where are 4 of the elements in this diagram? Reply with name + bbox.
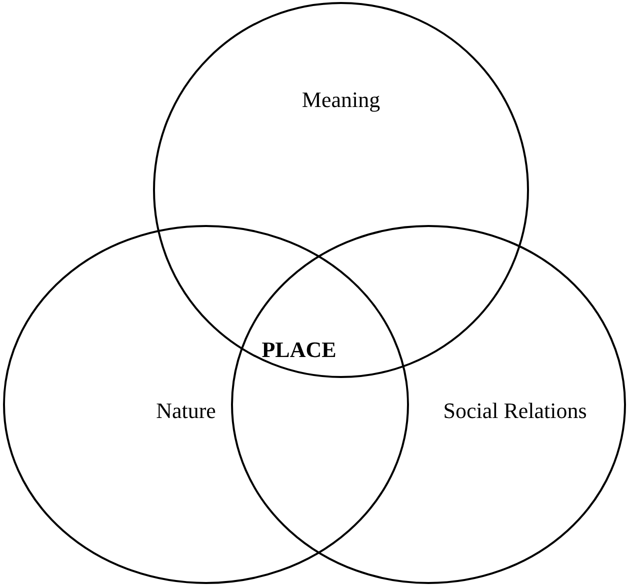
circle-label: Meaning — [302, 87, 380, 113]
center-label: PLACE — [262, 337, 336, 363]
circle-label: Nature — [156, 398, 216, 424]
circle-label: Social Relations — [443, 398, 587, 424]
